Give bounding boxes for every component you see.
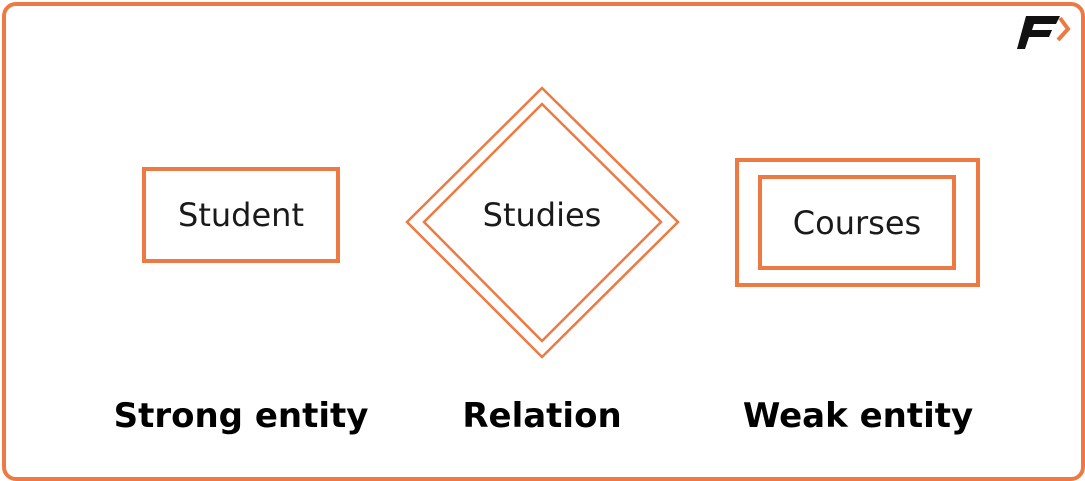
relation-caption: Relation (462, 396, 622, 436)
weak-entity-outer-box (735, 158, 980, 287)
relation-diamond-outer (405, 86, 680, 359)
weak-entity-caption: Weak entity (742, 396, 974, 436)
weak-entity-inner-box (758, 175, 956, 270)
strong-entity-caption: Strong entity (113, 396, 369, 436)
strong-entity-box (142, 167, 340, 263)
relation-diamond-inner (422, 102, 663, 343)
strong-entity-label: Student (178, 196, 304, 234)
relation-label: Studies (482, 196, 602, 234)
logo-icon (1017, 16, 1071, 49)
weak-entity-label: Courses (792, 204, 922, 242)
